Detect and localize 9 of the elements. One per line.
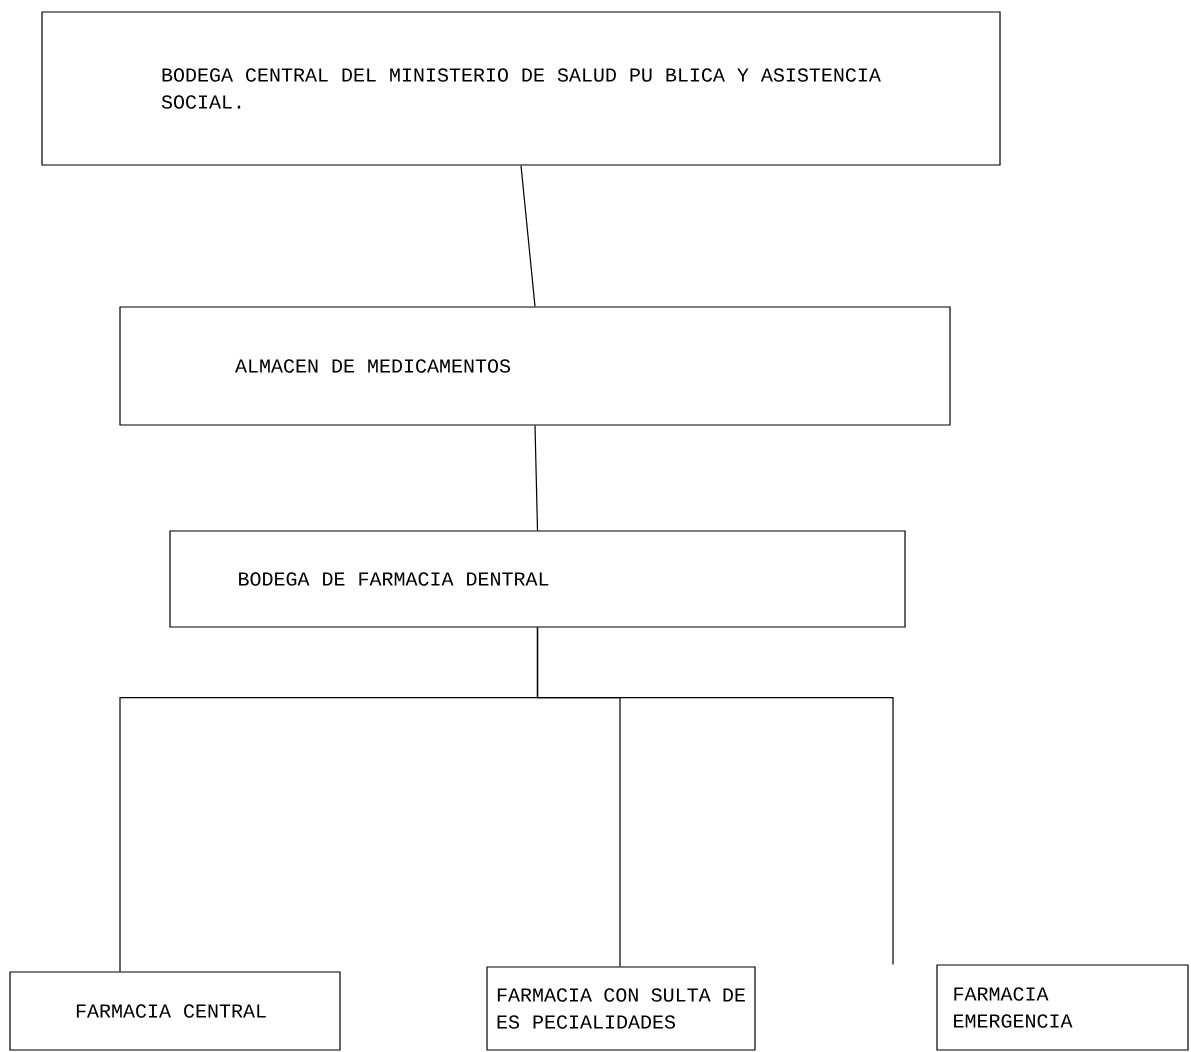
connector-line xyxy=(534,425,539,531)
process-box: BODEGA CENTRAL DEL MINISTERIO DE SALUD PU BLICA Y ASISTENCIA SOCIAL. xyxy=(41,11,1001,166)
process-box: FARMACIA CENTRAL xyxy=(9,971,341,1051)
process-box: ALMACEN DE MEDICAMENTOS xyxy=(119,306,951,426)
process-box: BODEGA DE FARMACIA DENTRAL xyxy=(169,530,906,628)
process-box: FARMACIA CON SULTA DE ES PECIALIDADES xyxy=(486,966,756,1051)
process-box: FARMACIA EMERGENCIA xyxy=(936,964,1189,1051)
connector-line xyxy=(536,627,894,965)
connector-line xyxy=(520,165,536,307)
